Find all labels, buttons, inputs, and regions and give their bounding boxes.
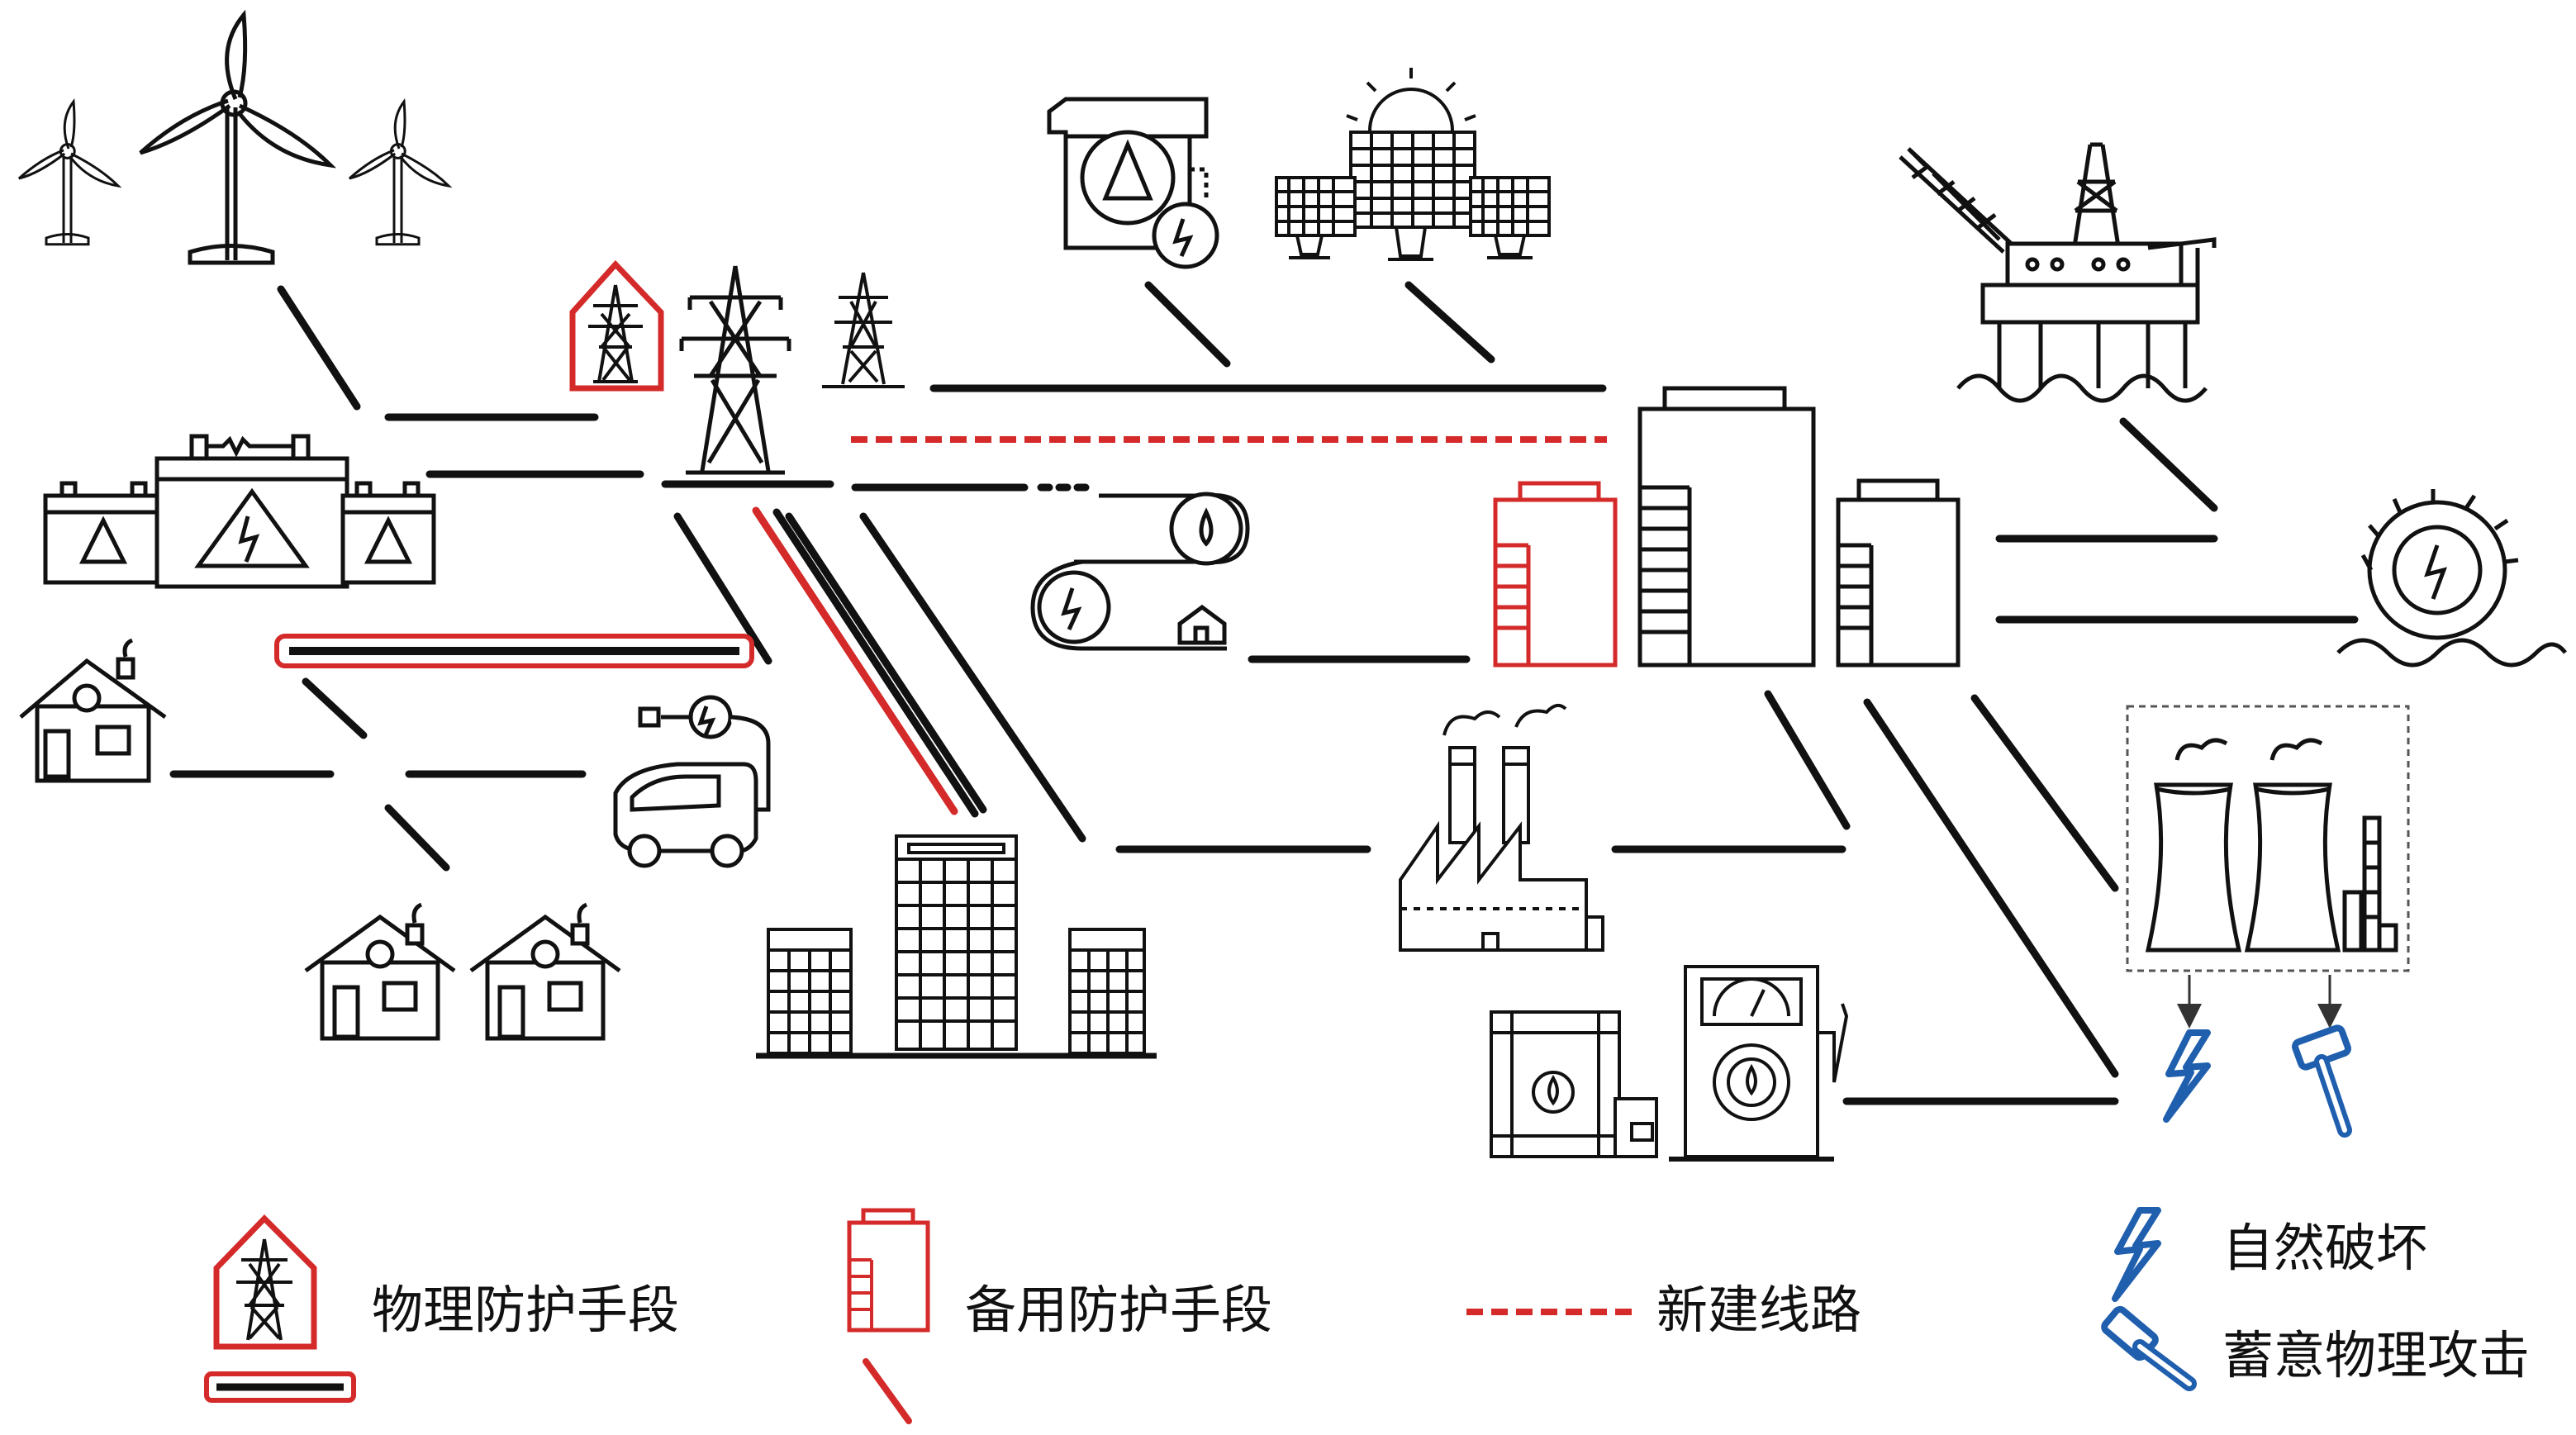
connection-lines bbox=[169, 281, 2359, 1105]
line-industrial-3 bbox=[1970, 694, 2119, 892]
legend-hammer-icon bbox=[2101, 1305, 2197, 1391]
transmission-tower-icon bbox=[822, 272, 905, 388]
legend-physical-protection-label: 物理防护手段 bbox=[372, 1280, 680, 1340]
wind-turbine-icon bbox=[18, 97, 122, 246]
legend-physical-protection-icon bbox=[204, 1214, 356, 1403]
line-houses-top bbox=[302, 677, 368, 739]
line-solar bbox=[1404, 281, 1495, 364]
house-icon bbox=[469, 902, 621, 1041]
line-houses-down bbox=[384, 804, 450, 872]
protected-line bbox=[274, 634, 754, 668]
line-platform bbox=[2119, 417, 2218, 512]
line-wind-to-battery bbox=[277, 285, 361, 411]
transmission-tower-icon bbox=[679, 265, 791, 475]
house-icon bbox=[304, 902, 456, 1041]
backup-building-icon bbox=[1493, 481, 1618, 668]
solar-panel-icon bbox=[1275, 68, 1551, 261]
line-tower-down-3 bbox=[859, 512, 1086, 843]
backup-line bbox=[752, 506, 958, 815]
line-nuclear bbox=[1144, 281, 1231, 368]
wind-farm bbox=[18, 9, 453, 265]
legend bbox=[204, 1207, 2197, 1424]
wind-turbine-icon bbox=[349, 97, 453, 246]
legend-lightning-icon bbox=[2112, 1207, 2161, 1302]
electric-car-icon bbox=[613, 695, 771, 868]
oil-platform-icon bbox=[1899, 142, 2217, 403]
substation-battery-icon bbox=[43, 434, 436, 589]
backup-line-shadow bbox=[772, 508, 979, 818]
line-industrial-2 bbox=[1863, 698, 2119, 1078]
legend-intentional-attack-label: 蓄意物理攻击 bbox=[2222, 1325, 2531, 1385]
legend-backup-protection-label: 备用防护手段 bbox=[965, 1280, 1273, 1340]
transmission-tower-protected bbox=[569, 259, 664, 392]
lightning-icon bbox=[2163, 1029, 2211, 1123]
line-industrial-1 bbox=[1764, 690, 1851, 830]
legend-new-line-label: 新建线路 bbox=[1656, 1280, 1862, 1340]
cooling-tower-plant-icon bbox=[2126, 705, 2410, 1029]
wind-turbine-icon bbox=[139, 9, 337, 265]
house-icon bbox=[19, 638, 167, 783]
office-building-icon bbox=[1637, 386, 1961, 668]
hydro-plant-icon bbox=[1030, 492, 1250, 651]
office-building-icon bbox=[756, 834, 1157, 1059]
line-tower-down-2 bbox=[785, 512, 987, 814]
legend-backup-protection-icon bbox=[847, 1208, 930, 1424]
hammer-icon bbox=[2292, 1024, 2352, 1138]
line-tower-down-1 bbox=[673, 512, 772, 665]
tidal-generator-icon bbox=[2336, 489, 2567, 668]
nuclear-plant-icon bbox=[1047, 97, 1219, 269]
fuel-station-icon bbox=[1490, 965, 1849, 1162]
legend-natural-damage-label: 自然破坏 bbox=[2222, 1218, 2428, 1278]
factory-icon bbox=[1399, 703, 1604, 952]
